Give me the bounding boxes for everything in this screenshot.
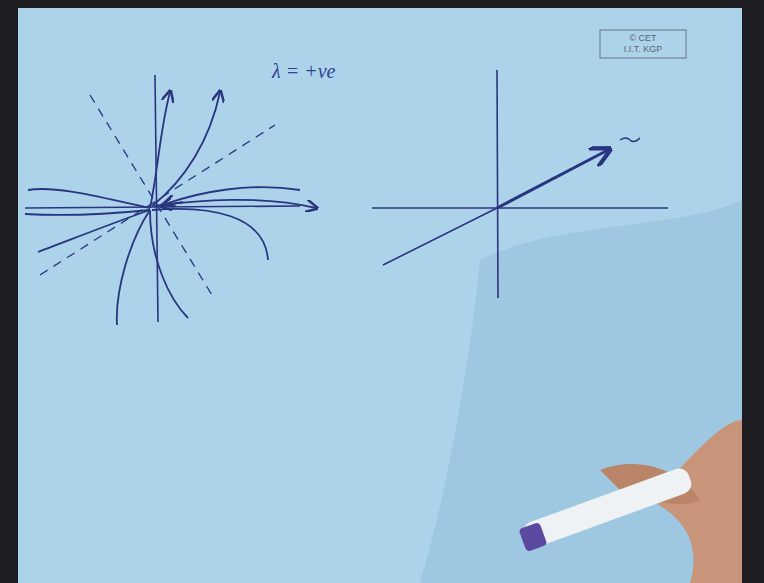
frame-edge <box>0 0 18 583</box>
hand-with-pen <box>519 420 742 583</box>
watermark-box <box>600 30 686 58</box>
eigenvalue-note: λ = +ve <box>272 60 335 83</box>
eigen-vector-arrow <box>497 150 608 208</box>
trajectories <box>25 92 316 325</box>
shadow <box>420 200 742 583</box>
left-axes <box>25 75 300 322</box>
watermark-text: © CET <box>600 33 686 43</box>
right-axes <box>372 70 668 298</box>
frame-edge <box>742 0 764 583</box>
frame-edge <box>0 0 764 8</box>
watermark-text: I.I.T. KGP <box>600 44 686 54</box>
eigen-lines <box>40 95 275 300</box>
squiggle <box>620 138 640 142</box>
